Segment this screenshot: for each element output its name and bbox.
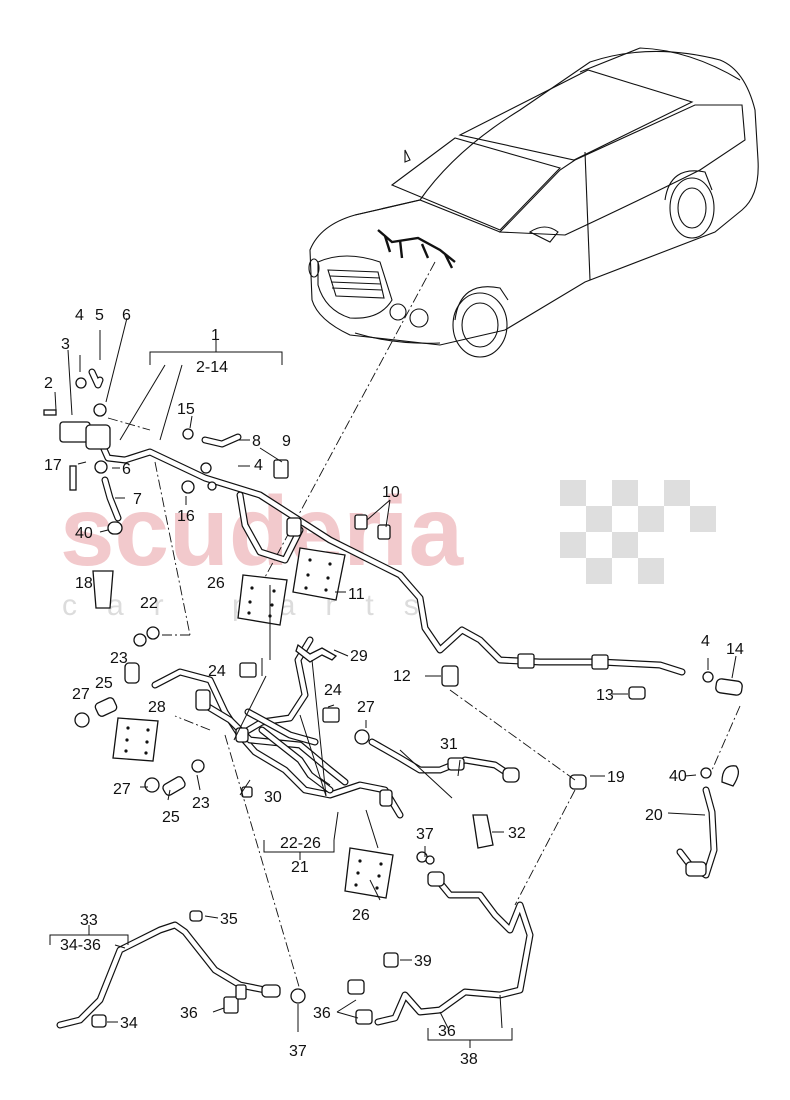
callout-6: 6 bbox=[122, 461, 131, 478]
callout-1: 1 bbox=[211, 327, 220, 344]
watermark-checker-icon bbox=[560, 480, 716, 584]
callout-27: 27 bbox=[72, 686, 90, 703]
callout-20: 20 bbox=[645, 807, 663, 824]
callout-4: 4 bbox=[254, 457, 263, 474]
callout-22-26: 22-26 bbox=[280, 835, 321, 852]
callout-18: 18 bbox=[75, 575, 93, 592]
callout-27: 27 bbox=[113, 781, 131, 798]
callout-5: 5 bbox=[95, 307, 104, 324]
callout-9: 9 bbox=[282, 433, 291, 450]
callout-26: 26 bbox=[207, 575, 225, 592]
callout-15: 15 bbox=[177, 401, 195, 418]
callout-2-14: 2-14 bbox=[196, 359, 228, 376]
car-illustration bbox=[249, 47, 759, 606]
upper-pipe-assembly bbox=[43, 368, 743, 700]
callout-10: 10 bbox=[382, 484, 400, 501]
callout-23: 23 bbox=[192, 795, 210, 812]
callout-17: 17 bbox=[44, 457, 62, 474]
callout-30: 30 bbox=[264, 789, 282, 806]
callout-4: 4 bbox=[75, 307, 84, 324]
callout-14: 14 bbox=[726, 641, 744, 658]
callout-36: 36 bbox=[438, 1023, 456, 1040]
callout-28: 28 bbox=[148, 699, 166, 716]
callout-25: 25 bbox=[162, 809, 180, 826]
callout-36: 36 bbox=[180, 1005, 198, 1022]
callout-3: 3 bbox=[61, 336, 70, 353]
callout-26: 26 bbox=[352, 907, 370, 924]
callout-34-36: 34-36 bbox=[60, 937, 101, 954]
callout-7: 7 bbox=[133, 491, 142, 508]
callout-38: 38 bbox=[460, 1051, 478, 1068]
callout-13: 13 bbox=[596, 687, 614, 704]
callout-24: 24 bbox=[208, 663, 226, 680]
callout-19: 19 bbox=[607, 769, 625, 786]
middle-pipe-assembly bbox=[56, 626, 740, 1029]
callout-37: 37 bbox=[289, 1043, 307, 1060]
leader-lines bbox=[49, 317, 741, 1048]
callout-32: 32 bbox=[508, 825, 526, 842]
callout-34: 34 bbox=[120, 1015, 138, 1032]
callout-40: 40 bbox=[75, 525, 93, 542]
callout-40: 40 bbox=[669, 768, 687, 785]
callout-2: 2 bbox=[44, 375, 53, 392]
callout-23: 23 bbox=[110, 650, 128, 667]
callout-25: 25 bbox=[95, 675, 113, 692]
callout-12: 12 bbox=[393, 668, 411, 685]
callout-31: 31 bbox=[440, 736, 458, 753]
callout-labels: 1 2-14 2 3 4 5 6 17 6 7 40 15 8 4 9 16 1… bbox=[44, 307, 744, 1068]
callout-29: 29 bbox=[350, 648, 368, 665]
callout-37: 37 bbox=[416, 826, 434, 843]
callout-35: 35 bbox=[220, 911, 238, 928]
callout-36: 36 bbox=[313, 1005, 331, 1022]
callout-6: 6 bbox=[122, 307, 131, 324]
callout-22: 22 bbox=[140, 595, 158, 612]
callout-21: 21 bbox=[291, 859, 309, 876]
callout-8: 8 bbox=[252, 433, 261, 450]
callout-16: 16 bbox=[177, 508, 195, 525]
callout-39: 39 bbox=[414, 953, 432, 970]
callout-24: 24 bbox=[324, 682, 342, 699]
callout-4: 4 bbox=[701, 633, 710, 650]
callout-27: 27 bbox=[357, 699, 375, 716]
callout-33: 33 bbox=[80, 912, 98, 929]
callout-11: 11 bbox=[348, 586, 365, 603]
